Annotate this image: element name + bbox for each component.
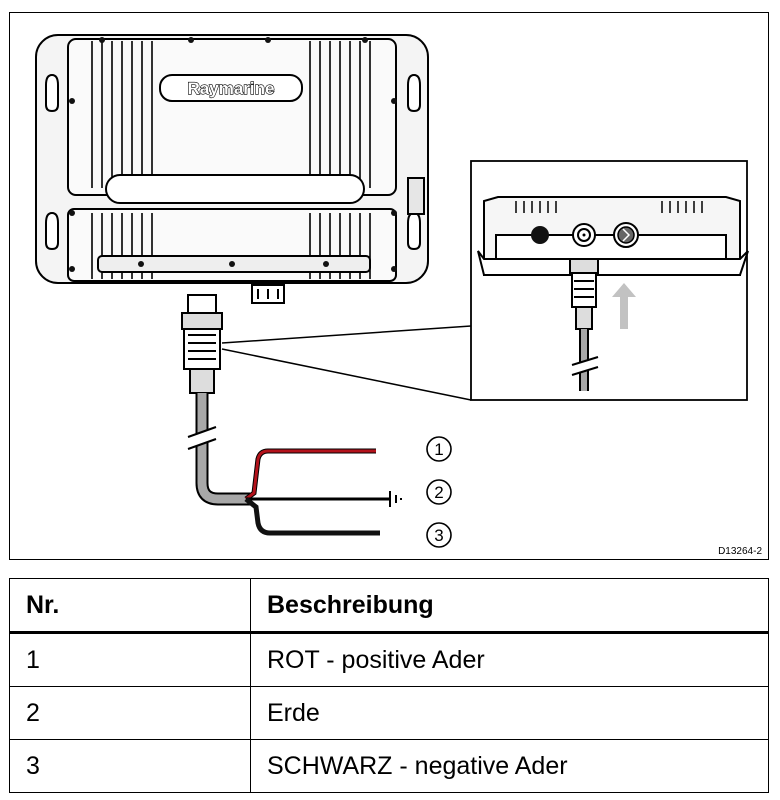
row-nr: 3 [9, 739, 251, 793]
vent-slot-upper [105, 174, 365, 204]
table-row: 3 SCHWARZ - negative Ader [9, 739, 769, 793]
network-port-icon [613, 222, 639, 248]
callout-1 [426, 436, 452, 462]
cable-break-mark [187, 426, 217, 450]
power-port-icon [572, 223, 596, 247]
row-description: ROT - positive Ader [250, 632, 769, 687]
screws [69, 37, 397, 272]
wiring-diagram: Raymarine [9, 12, 769, 560]
table-row: 1 ROT - positive Ader [9, 632, 769, 687]
power-cable [195, 393, 250, 506]
power-connector [181, 294, 223, 394]
column-header-description: Beschreibung [250, 578, 769, 634]
detail-inset [221, 160, 749, 401]
column-header-nr: Nr. [9, 578, 251, 634]
callout-2-label: 2 [434, 483, 443, 502]
row-description: Erde [250, 686, 769, 740]
brand-logo: Raymarine [188, 79, 275, 98]
insert-arrow-icon [612, 283, 636, 329]
drawing-id: D13264-2 [718, 546, 762, 557]
row-nr: 1 [9, 632, 251, 687]
callout-3 [426, 522, 452, 548]
brand-plate [159, 74, 303, 102]
wires [244, 448, 390, 536]
callout-1-label: 1 [434, 440, 443, 459]
red-wire [244, 448, 376, 501]
port-blank [531, 226, 549, 244]
table-header-row: Nr. Beschreibung [9, 578, 769, 634]
row-description: SCHWARZ - negative Ader [250, 739, 769, 793]
row-nr: 2 [9, 686, 251, 740]
table-row: 2 Erde [9, 686, 769, 740]
cooling-fins-left [91, 41, 153, 279]
callout-3-label: 3 [434, 526, 443, 545]
ground-symbol-icon [389, 491, 402, 507]
black-wire [244, 497, 380, 536]
callout-2 [426, 479, 452, 505]
description-table: Nr. Beschreibung 1 ROT - positive Ader 2… [9, 578, 769, 793]
